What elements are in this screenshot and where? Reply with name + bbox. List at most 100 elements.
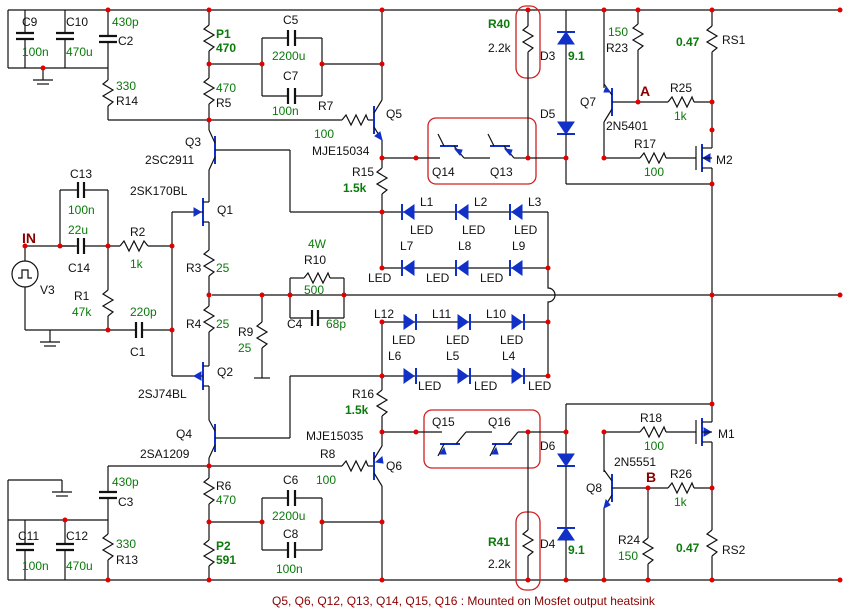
svg-text:Q3: Q3 [185, 135, 201, 149]
svg-text:R3: R3 [186, 261, 202, 275]
svg-text:LED: LED [410, 223, 434, 237]
c8-capacitor: C8 100n [262, 527, 322, 576]
svg-text:C4: C4 [287, 317, 303, 331]
svg-text:Q13: Q13 [490, 165, 513, 179]
svg-text:D5: D5 [540, 107, 556, 121]
svg-text:V3: V3 [40, 283, 55, 297]
c11-capacitor: C11 100n [16, 520, 49, 580]
q7-transistor: Q7 2N5401 [580, 10, 648, 158]
d3-zener-diode: D3 9.1 [540, 10, 585, 122]
node-b-label: B [646, 469, 656, 485]
q15-q16-pair: Q15 Q16 [382, 409, 541, 469]
r16-resistor: R16 1.5k [345, 322, 389, 432]
r25-resistor: R25 1k [638, 81, 712, 123]
svg-text:R13: R13 [116, 553, 138, 567]
svg-text:330: 330 [116, 537, 136, 551]
svg-text:M1: M1 [718, 427, 735, 441]
input-source-v3: V3 IN [11, 230, 55, 330]
svg-text:100: 100 [644, 439, 664, 453]
svg-text:R15: R15 [352, 165, 374, 179]
svg-text:2SJ74BL: 2SJ74BL [138, 387, 187, 401]
svg-text:1k: 1k [674, 495, 688, 509]
svg-text:2.2k: 2.2k [488, 557, 512, 571]
svg-text:L8: L8 [458, 239, 472, 253]
svg-text:Q14: Q14 [432, 165, 455, 179]
q6-transistor: Q6 MJE15035 [306, 429, 402, 522]
c2-capacitor: 430p C2 [99, 10, 139, 80]
svg-text:Q2: Q2 [217, 365, 233, 379]
svg-text:C2: C2 [118, 34, 134, 48]
p2-resistor: P2 591 [202, 539, 236, 580]
r41-resistor: R41 2.2k [488, 510, 541, 591]
svg-text:C11: C11 [18, 529, 39, 543]
q3-transistor: Q3 2SC2911 [145, 129, 232, 195]
svg-text:Q7: Q7 [580, 95, 596, 109]
svg-text:P1: P1 [216, 27, 231, 41]
svg-text:430p: 430p [112, 15, 139, 29]
svg-text:R6: R6 [216, 479, 232, 493]
svg-text:R25: R25 [670, 81, 692, 95]
svg-text:Q6: Q6 [386, 459, 402, 473]
svg-text:47k: 47k [72, 305, 92, 319]
q4-transistor: Q4 2SA1209 [140, 419, 232, 478]
r15-resistor: R15 1.5k [343, 160, 389, 268]
svg-text:100: 100 [644, 165, 664, 179]
svg-text:100n: 100n [272, 104, 299, 118]
svg-text:RS2: RS2 [722, 543, 746, 557]
svg-text:25: 25 [216, 317, 230, 331]
m2-mosfet: M2 [695, 130, 733, 295]
svg-text:1.5k: 1.5k [343, 181, 367, 195]
svg-text:100: 100 [316, 473, 336, 487]
svg-text:9.1: 9.1 [568, 49, 585, 63]
r13-resistor: 330 R13 [101, 533, 138, 580]
svg-text:C7: C7 [283, 69, 299, 83]
svg-text:2SA1209: 2SA1209 [140, 447, 190, 461]
c3-capacitor: 430p C3 [99, 466, 139, 534]
r18-resistor: R18 100 [604, 411, 696, 453]
svg-text:25: 25 [216, 261, 230, 275]
svg-text:C5: C5 [283, 13, 299, 27]
svg-text:R2: R2 [130, 225, 146, 239]
svg-text:C1: C1 [130, 345, 146, 359]
svg-text:R16: R16 [352, 387, 374, 401]
svg-text:0.47: 0.47 [676, 35, 700, 49]
r10-resistor: 4W R10 500 [289, 237, 345, 318]
svg-text:LED: LED [426, 271, 450, 285]
svg-text:100n: 100n [276, 562, 303, 576]
svg-text:R5: R5 [216, 96, 232, 110]
svg-text:P2: P2 [216, 539, 231, 553]
m1-mosfet: M1 [695, 295, 735, 530]
svg-text:220p: 220p [130, 305, 157, 319]
svg-text:D6: D6 [540, 439, 556, 453]
svg-text:Q4: Q4 [176, 427, 192, 441]
svg-text:C8: C8 [283, 527, 299, 541]
svg-text:R40: R40 [488, 17, 510, 31]
r2-resistor: R2 1k [119, 225, 172, 271]
svg-text:R24: R24 [618, 533, 640, 547]
svg-text:2SC2911: 2SC2911 [145, 153, 194, 167]
svg-text:L2: L2 [474, 195, 488, 209]
c10-capacitor: C10 470u [56, 10, 93, 68]
junction-dots [22, 7, 843, 583]
rails [7, 9, 840, 581]
svg-text:470u: 470u [66, 45, 93, 59]
svg-text:470u: 470u [66, 559, 93, 573]
svg-text:R26: R26 [670, 467, 692, 481]
svg-text:LED: LED [480, 271, 504, 285]
svg-text:150: 150 [608, 25, 628, 39]
svg-text:R18: R18 [640, 411, 662, 425]
svg-text:1.5k: 1.5k [345, 403, 369, 417]
svg-text:0.47: 0.47 [676, 541, 700, 555]
svg-text:22u: 22u [68, 223, 88, 237]
r1-resistor: R1 47k [72, 246, 115, 330]
svg-text:1k: 1k [674, 109, 688, 123]
svg-text:L11: L11 [432, 307, 451, 321]
svg-text:2SK170BL: 2SK170BL [130, 184, 188, 198]
